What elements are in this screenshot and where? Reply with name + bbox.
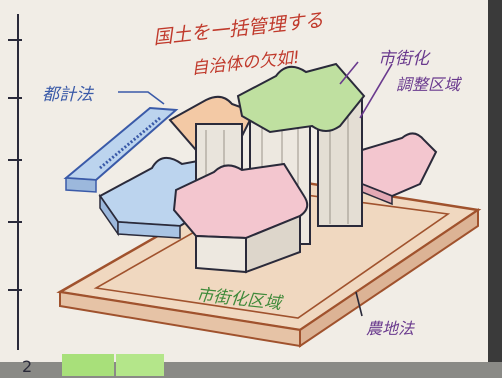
leader-lines [118, 61, 393, 317]
page-number: 2 [22, 357, 32, 376]
pink-piece-center [172, 162, 309, 274]
pink-piece-right [361, 132, 438, 206]
label-bottom-right: 農地法 [366, 319, 416, 338]
green-piece [236, 62, 366, 134]
city-planning-bar [63, 106, 179, 193]
label-left: 都計法 [42, 85, 95, 105]
sticky-note-2 [116, 354, 164, 376]
paper-right-shadow [488, 0, 502, 378]
label-top-right-line1: 市街化 [378, 49, 431, 69]
label-top-right-line2: 調整区域 [396, 75, 462, 94]
sticky-note-1 [62, 354, 114, 376]
ruler-ticks [8, 14, 22, 350]
